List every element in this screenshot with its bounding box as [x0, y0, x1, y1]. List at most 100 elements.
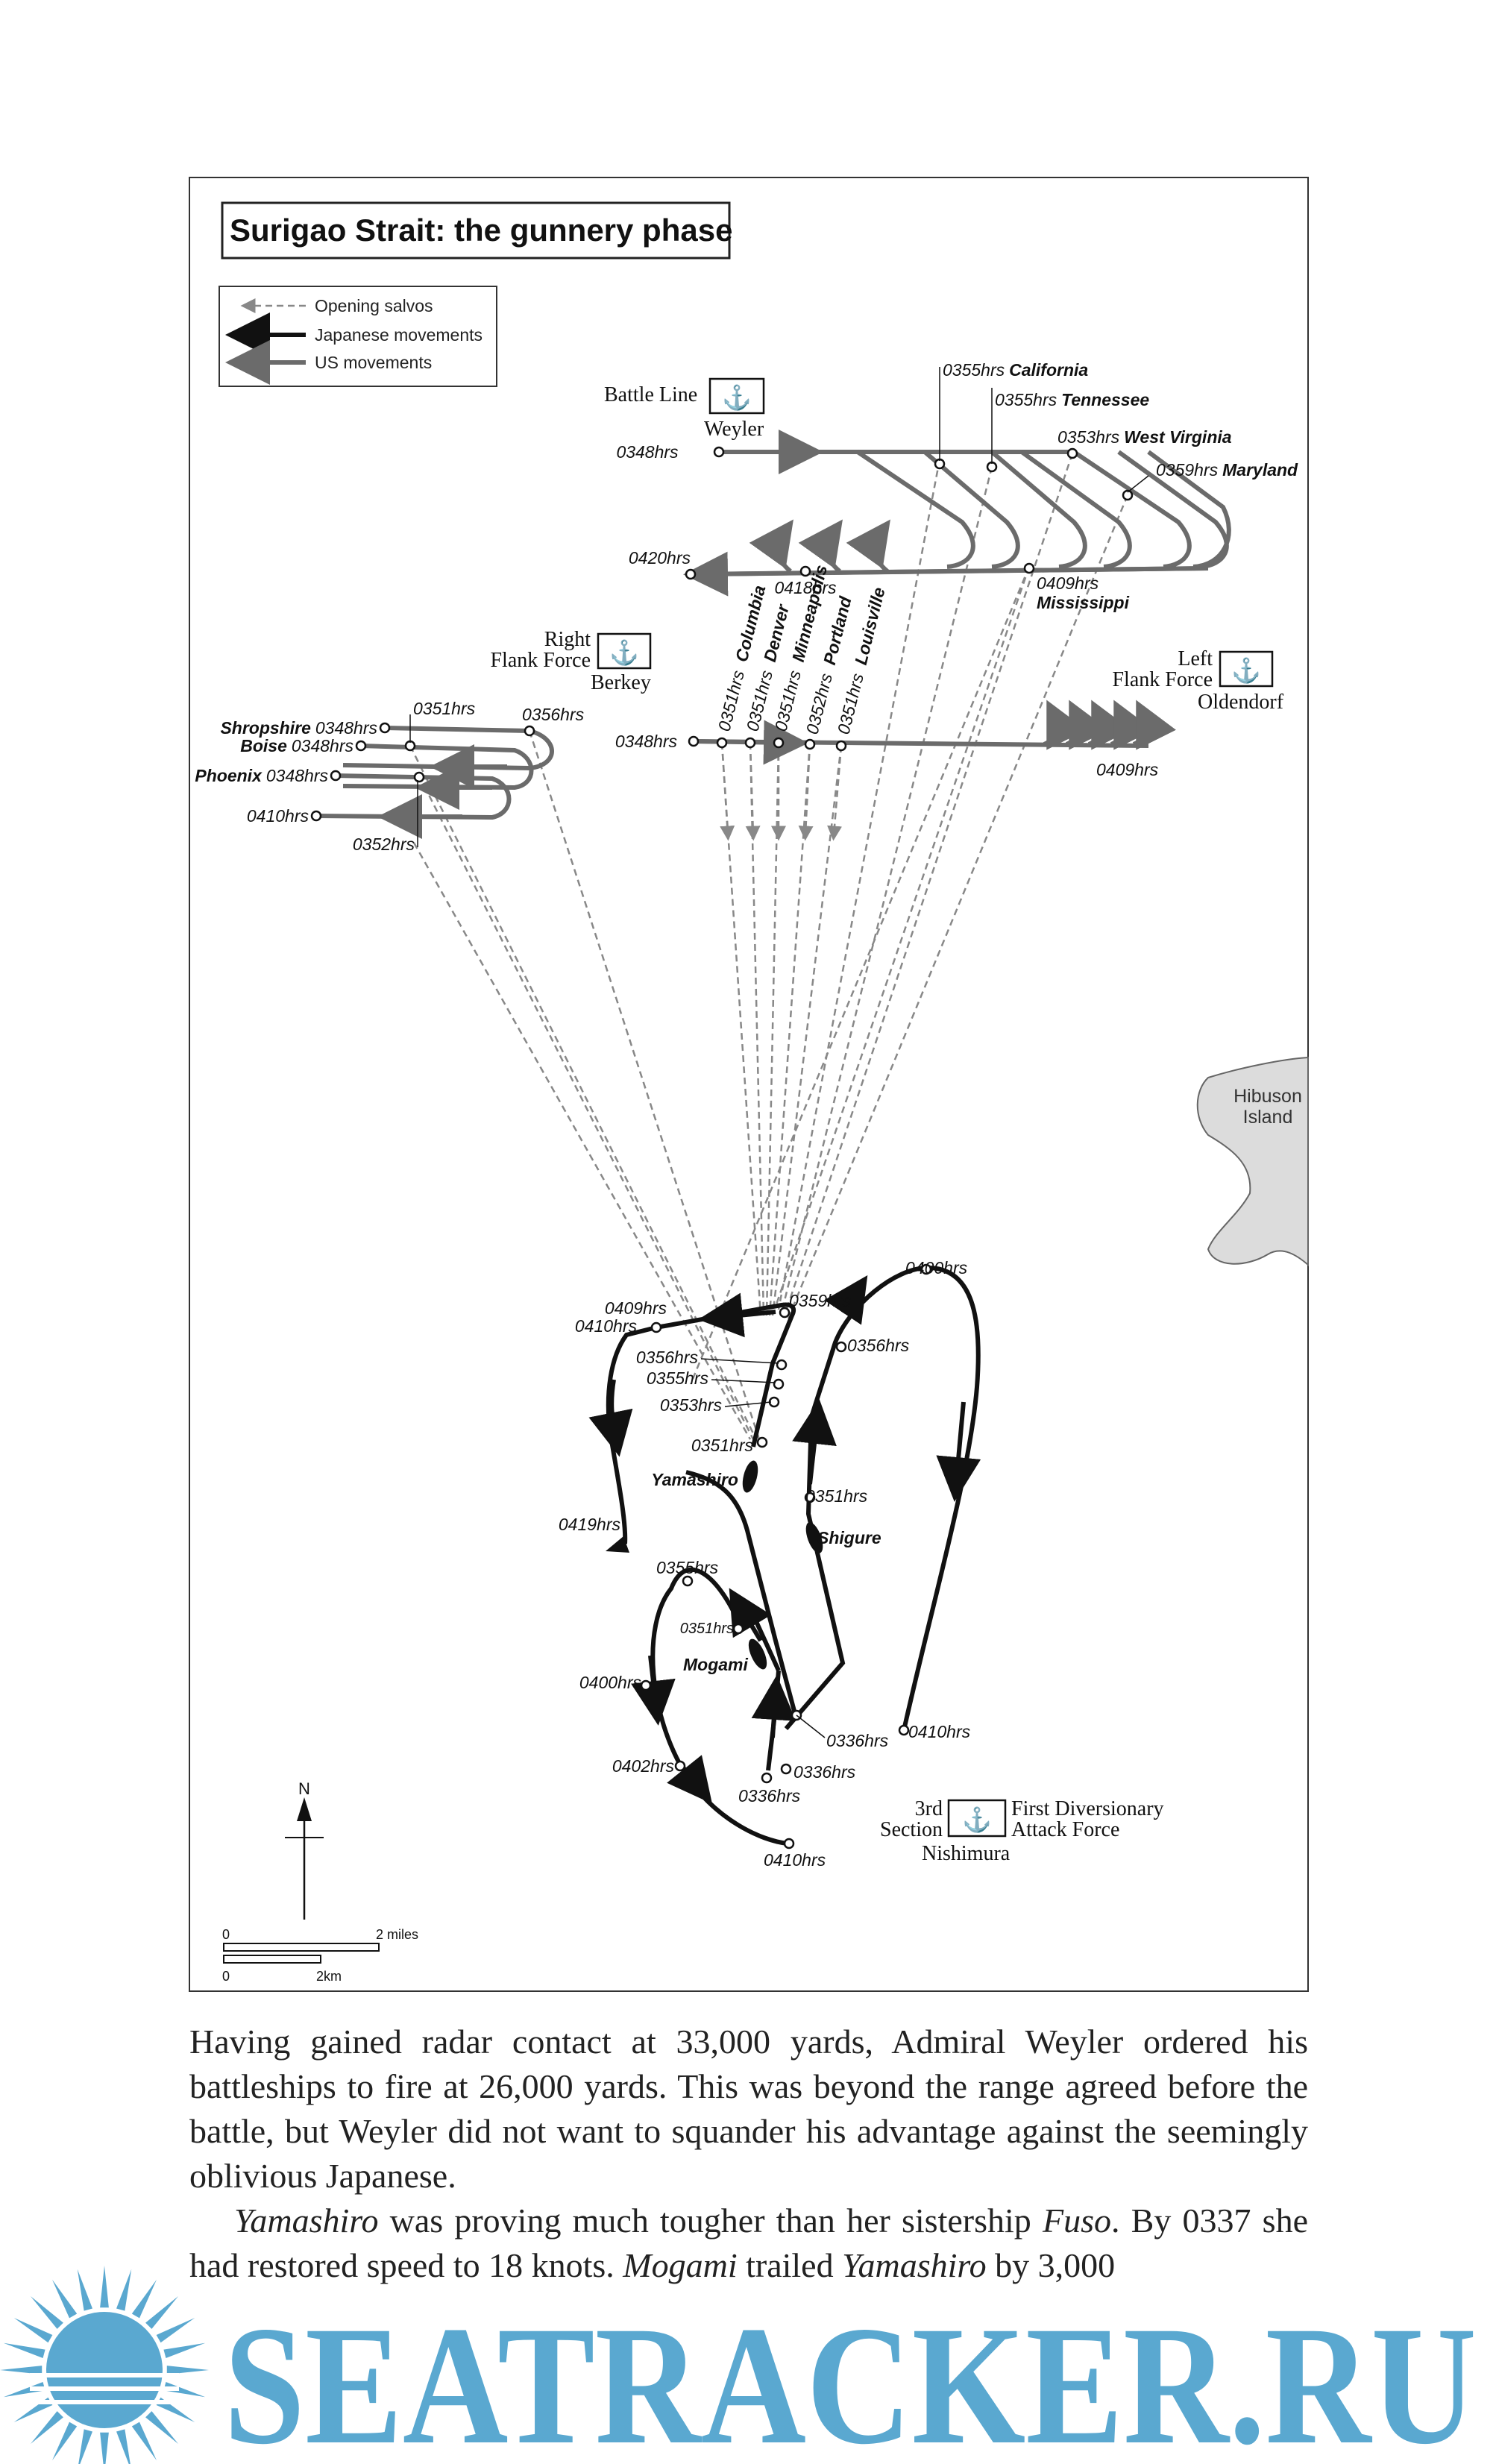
label-rf-0351: 0351hrs [413, 699, 476, 718]
italic-ship-name: Yamashiro [234, 2201, 379, 2240]
label-bl-0418: 0418hrs [774, 578, 837, 597]
label-s-0410: 0410hrs [908, 1722, 971, 1741]
italic-ship-name: Mogami [623, 2246, 738, 2284]
scale-bar: 0 2 miles 0 2km [222, 1927, 418, 1984]
sun-ray [78, 2429, 92, 2464]
sun-ray [31, 2296, 63, 2329]
sun-ray [156, 2318, 195, 2343]
japanese-ship-markers [606, 1460, 823, 1670]
island-label-line2: Island [1243, 1107, 1293, 1128]
label-tennessee: Tennessee [1061, 390, 1149, 409]
battle-line-tracks [683, 430, 1231, 597]
label-y-0356: 0356hrs [636, 1348, 699, 1367]
map-frame [189, 177, 1309, 1992]
sunk-yamashiro-marker [606, 1536, 629, 1553]
anchor-icon: ⚓ [609, 639, 639, 666]
left-flank-tracks [693, 700, 1176, 765]
salvo-boise [412, 842, 752, 1440]
salvo-arrowheads [720, 742, 843, 841]
sun-ray [116, 2269, 132, 2311]
sun-ray [116, 2429, 131, 2464]
track-yamashiro-stern [685, 1470, 797, 1715]
sun-ray [163, 2382, 206, 2398]
scale-miles-label: 2 miles [376, 1927, 418, 1942]
sun-ray [31, 2411, 63, 2444]
label-mississippi-time: 0409hrs [1037, 573, 1099, 593]
force-left-flank-symbol [1219, 650, 1274, 688]
label-west-virginia-time: 0353hrs [1057, 427, 1120, 447]
label-california-time: 0355hrs [943, 360, 1005, 380]
label-lf-end: 0409hrs [1096, 760, 1159, 779]
sun-ray [52, 2421, 78, 2461]
label-m-0355: 0355hrs [656, 1558, 719, 1577]
force-battle-line-symbol [708, 377, 765, 415]
force-japanese-symbol [947, 1799, 1007, 1838]
text-run: was proving much tougher than her sister… [378, 2201, 1043, 2240]
text-run: . By 0337 she had restored speed to 18 k… [189, 2201, 1309, 2284]
force-battle-line-commander: Weyler [704, 418, 764, 441]
map-title: Surigao Strait: the gunnery phase [230, 213, 732, 248]
anchor-icon: ⚓ [962, 1806, 992, 1833]
label-mogami: Mogami [683, 1655, 749, 1674]
sun-ray [145, 2411, 178, 2444]
label-shropshire: Shropshire [220, 718, 311, 738]
label-yamashiro: Yamashiro [651, 1470, 738, 1489]
label-s-0336a: 0336hrs [826, 1731, 889, 1750]
label-rf-0356: 0356hrs [522, 705, 585, 724]
sun-ray [3, 2382, 45, 2398]
label-y-0409: 0409hrs [605, 1298, 667, 1318]
label-west-virginia: West Virginia [1124, 427, 1232, 447]
label-y-0351: 0351hrs [691, 1436, 754, 1455]
salvo-west-virginia [783, 453, 1074, 1316]
label-tennessee-time: 0355hrs [995, 390, 1057, 409]
label-shigure: Shigure [817, 1528, 881, 1547]
ship-yamashiro [742, 1460, 758, 1493]
label-y-0410: 0410hrs [575, 1316, 638, 1336]
label-s-0400: 0400hrs [905, 1258, 968, 1277]
salvo-california [777, 459, 941, 1310]
legend-label-salvos: Opening salvos [315, 296, 433, 315]
label-mississippi: Mississippi [1037, 593, 1130, 612]
body-paragraph-1: Having gained radar contact at 33,000 ya… [189, 2023, 1308, 2195]
label-s-0356: 0356hrs [847, 1336, 910, 1355]
track-yamashiro [606, 1302, 796, 1544]
sun-ray [163, 2342, 206, 2358]
salvo-mississippi [774, 566, 1031, 1307]
sun-ray [52, 2279, 78, 2319]
force-japanese-name-line1: First Diversionary [1011, 1797, 1164, 1820]
label-y-0359: 0359hrs [789, 1291, 852, 1310]
label-phoenix: Phoenix [195, 766, 263, 785]
island-label-line1: Hibuson [1233, 1086, 1302, 1107]
force-battle-line-name: Battle Line [604, 383, 697, 406]
hibuson-island: Hibuson Island [1196, 1056, 1309, 1267]
force-right-flank-commander: Berkey [591, 671, 651, 694]
track-boise [342, 744, 534, 791]
legend: Opening salvos Japanese movements US mov… [219, 286, 497, 387]
text-run: trailed [737, 2246, 843, 2284]
force-japanese-section-line1: 3rd [915, 1797, 943, 1820]
label-m-0336: 0336hrs [738, 1786, 801, 1805]
sun-ray [3, 2342, 45, 2358]
label-m-0410: 0410hrs [764, 1850, 826, 1870]
italic-ship-name: Yamashiro [842, 2246, 987, 2284]
sun-ray [131, 2279, 157, 2319]
label-s-0336b: 0336hrs [793, 1762, 856, 1782]
label-maryland: Maryland [1222, 460, 1298, 480]
label-shropshire-time: 0348hrs [315, 718, 378, 738]
scale-km-zero: 0 [222, 1969, 230, 1984]
north-label: N [298, 1779, 310, 1798]
body-paragraph-2: Yamashiro was proving much tougher than … [189, 2199, 1308, 2288]
track-phoenix [315, 773, 512, 820]
map-title-box: Surigao Strait: the gunnery phase [221, 201, 732, 260]
watermark-text: SEATRACKER.RU [224, 2292, 1477, 2464]
label-boise: Boise [240, 736, 287, 755]
anchor-icon: ⚓ [1231, 657, 1261, 684]
battle-line-loop-1 [856, 450, 975, 569]
sun-ray [100, 2266, 109, 2308]
sun-ray [77, 2269, 92, 2311]
label-s-0351: 0351hrs [805, 1486, 868, 1506]
